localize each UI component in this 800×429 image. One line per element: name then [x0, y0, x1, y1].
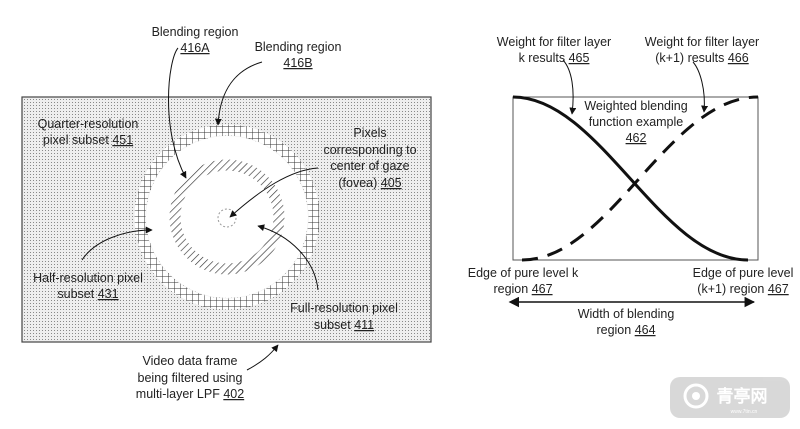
svg-text:subset 431: subset 431 [57, 287, 118, 301]
arrow-402 [246, 344, 279, 371]
label-weight-k: Weight for filter layer k results 465 [497, 35, 611, 65]
label-blending-416a: Blending region 416A [152, 25, 239, 55]
arrow-416a [168, 47, 187, 179]
svg-text:Weight for filter layer: Weight for filter layer [497, 35, 611, 49]
svg-text:www.7tin.cn: www.7tin.cn [731, 409, 758, 415]
svg-text:Quarter-resolution: Quarter-resolution [38, 117, 139, 131]
svg-text:Edge of pure level: Edge of pure level [693, 266, 794, 280]
svg-text:k results 465: k results 465 [519, 51, 590, 65]
svg-text:pixel subset 451: pixel subset 451 [43, 133, 133, 147]
blending-region-416b-ring [134, 124, 320, 310]
curve-weight-k1 [521, 95, 759, 262]
svg-text:416A: 416A [180, 41, 210, 55]
full-resolution-region [181, 171, 273, 263]
svg-text:Blending region: Blending region [152, 25, 239, 39]
svg-text:Pixels: Pixels [353, 126, 386, 140]
arrow-411 [257, 224, 319, 291]
svg-text:青亭网: 青亭网 [717, 386, 768, 406]
svg-text:region 467: region 467 [493, 282, 552, 296]
fovea-center [217, 208, 237, 228]
svg-text:function example: function example [589, 115, 684, 129]
arrow-416b [214, 61, 263, 126]
watermark-logo-icon [683, 383, 709, 409]
arrow-431 [81, 226, 153, 261]
svg-text:Width of blending: Width of blending [578, 307, 675, 321]
svg-text:Edge of pure level k: Edge of pure level k [468, 266, 579, 280]
svg-text:corresponding to: corresponding to [323, 143, 416, 157]
svg-text:Full-resolution pixel: Full-resolution pixel [290, 301, 398, 315]
watermark: 青亭网 www.7tin.cn [670, 377, 790, 418]
label-edge-k1: Edge of pure level (k+1) region 467 [693, 266, 794, 296]
arrow-465 [562, 59, 577, 115]
arrow-466 [692, 61, 709, 113]
label-edge-k: Edge of pure level k region 467 [468, 266, 579, 296]
curve-weight-k [512, 95, 749, 262]
label-video-frame: Video data frame being filtered using mu… [136, 354, 244, 401]
label-weight-k1: Weight for filter layer (k+1) results 46… [645, 35, 759, 65]
label-quarter-resolution: Quarter-resolution pixel subset 451 [38, 117, 139, 147]
arrow-405 [229, 167, 319, 218]
label-half-resolution: Half-resolution pixel subset 431 [33, 271, 143, 301]
svg-text:being filtered using: being filtered using [138, 371, 243, 385]
svg-text:Weighted blending: Weighted blending [584, 99, 687, 113]
svg-text:multi-layer LPF 402: multi-layer LPF 402 [136, 387, 244, 401]
svg-text:subset 411: subset 411 [314, 318, 374, 332]
svg-text:(fovea) 405: (fovea) 405 [338, 176, 401, 190]
svg-text:Half-resolution pixel: Half-resolution pixel [33, 271, 143, 285]
blending-region-416a-ring [169, 159, 285, 275]
svg-text:416B: 416B [283, 56, 312, 70]
label-full-resolution: Full-resolution pixel subset 411 [290, 301, 398, 332]
label-fovea: Pixels corresponding to center of gaze (… [323, 126, 416, 190]
svg-text:(k+1) results 466: (k+1) results 466 [655, 51, 748, 65]
svg-text:(k+1) region 467: (k+1) region 467 [697, 282, 788, 296]
video-frame-diagram: Blending region 416A Blending region 416… [21, 25, 432, 401]
svg-text:center of gaze: center of gaze [330, 159, 409, 173]
label-blending-416b: Blending region 416B [255, 40, 342, 70]
svg-text:region 464: region 464 [596, 323, 655, 337]
svg-text:462: 462 [626, 131, 647, 145]
label-width: Width of blending region 464 [578, 307, 675, 337]
blending-function-box [512, 96, 759, 261]
svg-text:Video data frame: Video data frame [143, 354, 238, 368]
svg-text:Blending region: Blending region [255, 40, 342, 54]
label-function-example: Weighted blending function example 462 [584, 99, 687, 145]
blending-function-diagram: Weight for filter layer k results 465 We… [468, 35, 794, 337]
svg-text:Weight for filter layer: Weight for filter layer [645, 35, 759, 49]
